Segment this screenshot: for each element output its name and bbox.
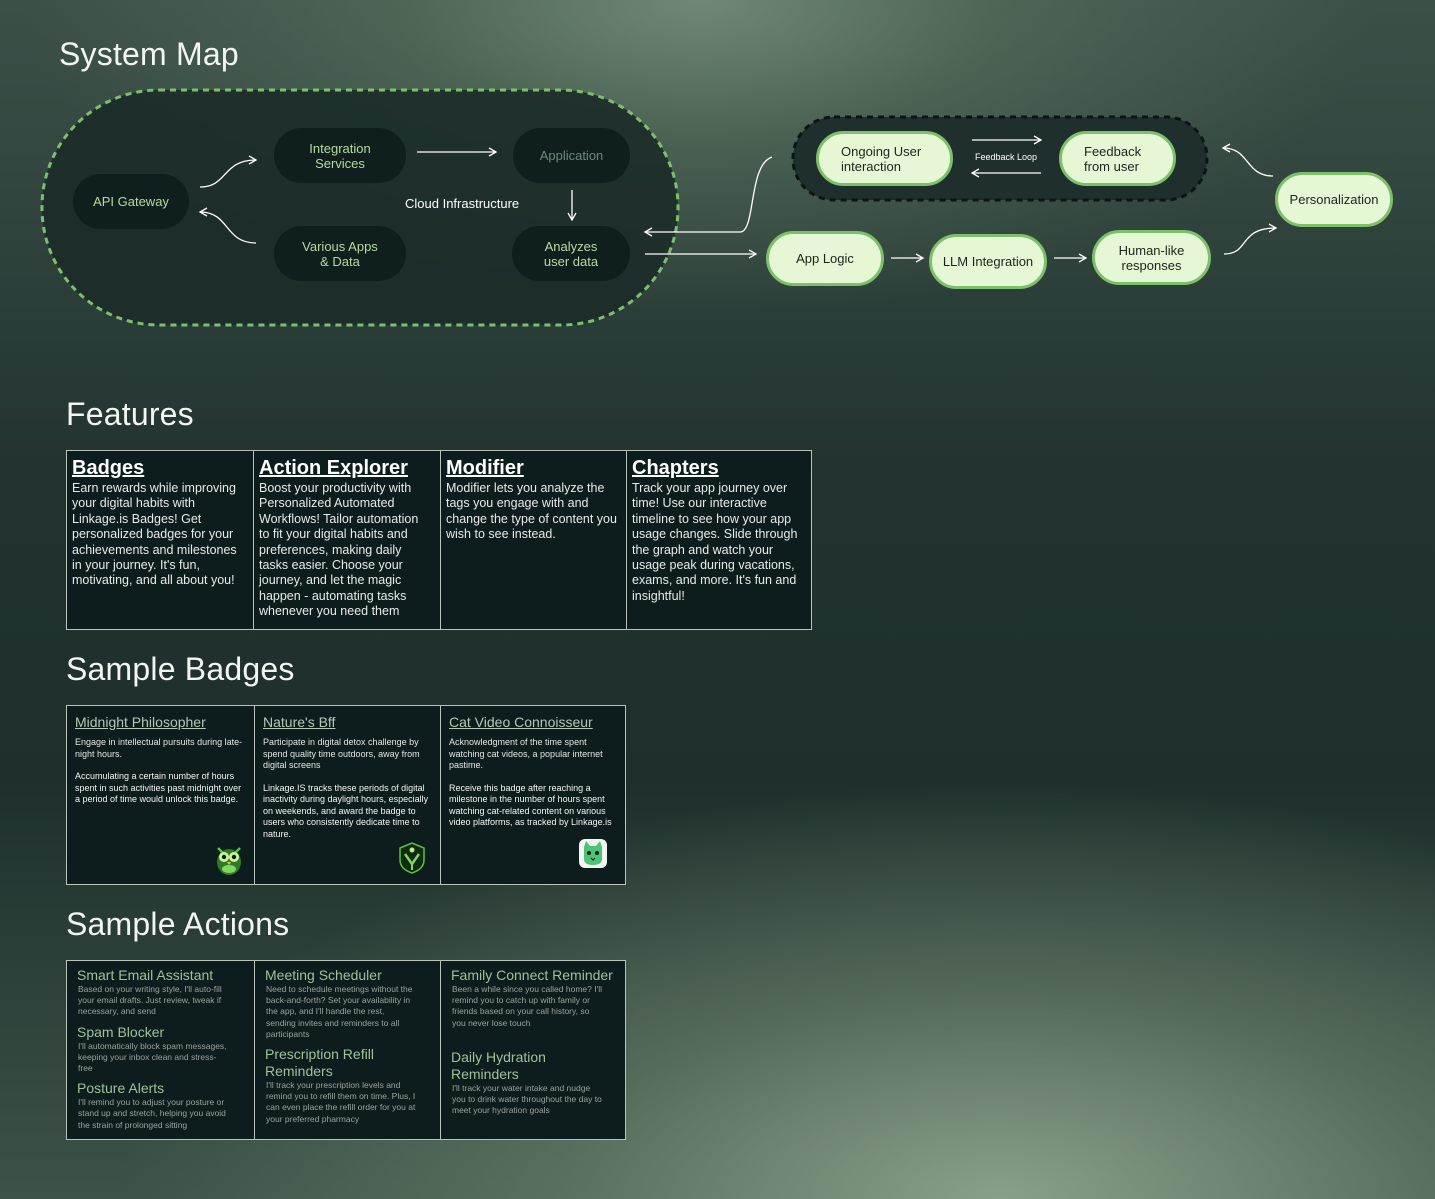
badge-description: Participate in digital detox challenge b…	[263, 737, 420, 770]
action-description: I'll track your water intake and nudge y…	[452, 1082, 602, 1116]
feature-description: Earn rewards while improving your digita…	[72, 481, 237, 588]
feature-badges: Badges Earn rewards while improving your…	[67, 451, 254, 629]
badge-title: Nature's Bff	[263, 714, 336, 730]
badge-title: Midnight Philosopher	[75, 714, 206, 730]
personalization-node: Personalization	[1275, 172, 1393, 227]
badge-description: Engage in intellectual pursuits during l…	[75, 737, 243, 759]
api-gateway-node: API Gateway	[73, 174, 189, 229]
application-node: Application	[513, 128, 630, 183]
action-title: Daily Hydration Reminders	[451, 1048, 546, 1082]
action-description: I'll track your prescription levels and …	[266, 1080, 416, 1124]
feature-description: Track your app journey over time! Use ou…	[632, 481, 798, 603]
arrow-ongoing-to-cloud	[643, 156, 773, 237]
badge-rule: Linkage.IS tracks these periods of digit…	[263, 782, 429, 839]
badge-rule: Receive this badge after reaching a mile…	[449, 782, 612, 828]
action-description: Been a while since you called home? I'll…	[452, 984, 602, 1028]
badges-table: Midnight Philosopher Engage in intellect…	[66, 705, 626, 885]
feedback-loop-label: Feedback Loop	[975, 152, 1038, 162]
arrow-apps-to-gateway	[198, 207, 257, 244]
feature-modifier: Modifier Modifier lets you analyze the t…	[441, 451, 627, 629]
llm-integration-node: LLM Integration	[929, 234, 1047, 289]
sample-badges-heading: Sample Badges	[66, 651, 295, 687]
feature-title: Chapters	[632, 457, 719, 479]
cloud-infrastructure-label: Cloud Infrastructure	[405, 196, 520, 211]
leaf-shield-icon	[399, 842, 425, 874]
feature-title: Badges	[72, 457, 145, 479]
feature-description: Boost your productivity with Personalize…	[259, 481, 419, 619]
actions-column-2: Meeting Scheduler Need to schedule meeti…	[255, 961, 441, 1139]
action-title: Prescription Refill Reminders	[265, 1046, 374, 1080]
feature-title: Modifier	[446, 457, 524, 479]
action-description: I'll remind you to adjust your posture o…	[78, 1097, 226, 1130]
actions-column-3: Family Connect Reminder Been a while sin…	[441, 961, 625, 1139]
badge-natures-bff: Nature's Bff Participate in digital deto…	[255, 706, 441, 884]
sample-actions-heading: Sample Actions	[66, 906, 290, 942]
arrow-gateway-to-integration	[199, 155, 258, 188]
action-description: Need to schedule meetings without the ba…	[266, 984, 413, 1039]
badge-rule: Accumulating a certain number of hours s…	[75, 771, 242, 804]
action-title: Posture Alerts	[77, 1080, 165, 1097]
feature-action-explorer: Action Explorer Boost your productivity …	[254, 451, 441, 629]
arrow-humanlike-to-personalization	[1223, 223, 1278, 255]
features-heading: Features	[66, 396, 194, 432]
feature-description: Modifier lets you analyze the tags you e…	[446, 481, 617, 542]
system-map-diagram	[40, 88, 1278, 327]
feature-chapters: Chapters Track your app journey over tim…	[627, 451, 811, 629]
badge-title: Cat Video Connoisseur	[449, 714, 593, 730]
actions-table: Smart Email Assistant Based on your writ…	[66, 960, 626, 1140]
badge-midnight-philosopher: Midnight Philosopher Engage in intellect…	[67, 706, 255, 884]
system-map-heading: System Map	[59, 36, 239, 72]
cat-icon	[579, 839, 607, 868]
features-table: Badges Earn rewards while improving your…	[66, 450, 812, 630]
action-description: I'll automatically block spam messages, …	[78, 1040, 227, 1074]
action-description: Based on your writing style, I'll auto-f…	[78, 984, 222, 1017]
badge-cat-video-connoisseur: Cat Video Connoisseur Acknowledgment of …	[441, 706, 625, 884]
action-title: Smart Email Assistant	[77, 967, 214, 983]
action-title: Family Connect Reminder	[451, 967, 613, 983]
badge-description: Acknowledgment of the time spent watchin…	[449, 737, 603, 770]
various-apps-node: Various Apps& Data	[274, 226, 406, 281]
arrow-personalization-to-feedback	[1221, 143, 1274, 177]
feature-title: Action Explorer	[259, 457, 408, 479]
owl-icon	[217, 847, 241, 875]
action-title: Meeting Scheduler	[265, 967, 382, 983]
app-logic-node: App Logic	[766, 231, 884, 286]
action-title: Spam Blocker	[77, 1023, 165, 1040]
actions-column-1: Smart Email Assistant Based on your writ…	[67, 961, 255, 1139]
